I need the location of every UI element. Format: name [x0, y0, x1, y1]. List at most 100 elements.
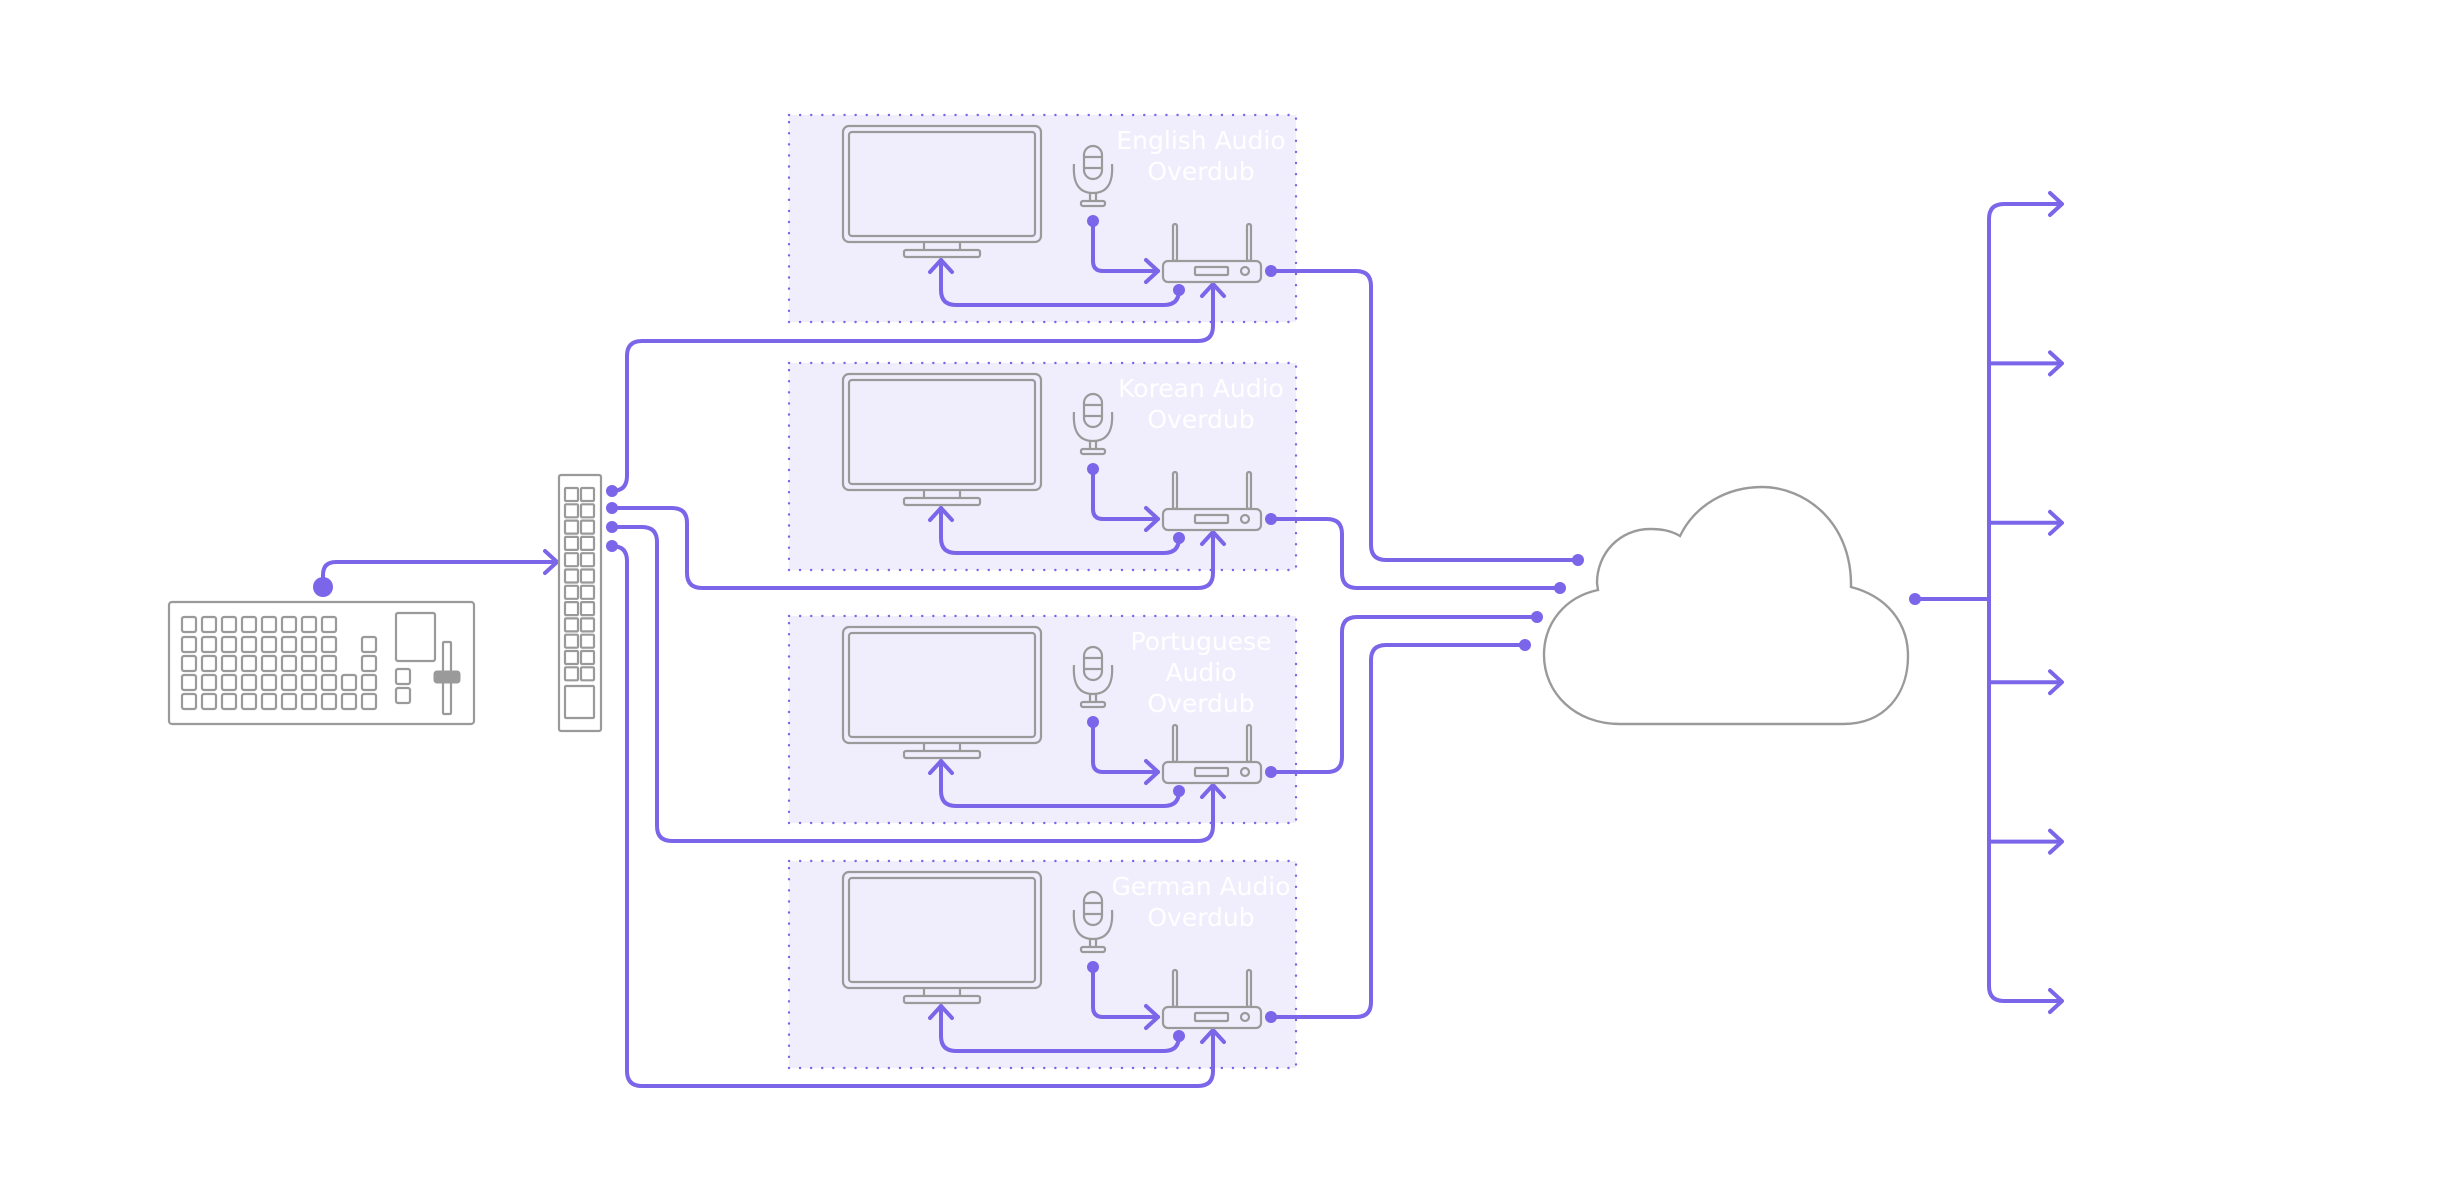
cloud-input-dot [1554, 582, 1566, 594]
booth-label-line: Korean Audio [1118, 374, 1284, 403]
switcher-key [320, 673, 338, 692]
monitor-screen [847, 631, 1037, 739]
router-panel-key [579, 649, 596, 666]
monitor-neck [922, 490, 962, 498]
wires-layer [313, 191, 2064, 1088]
router-panel-key [563, 535, 580, 552]
monitor-icon [841, 372, 1043, 507]
router-panel-key [579, 600, 596, 617]
switcher-key [360, 654, 378, 673]
arrow-up-icon [928, 506, 954, 522]
receiver-antenna [1245, 723, 1253, 764]
switcher-key [260, 673, 278, 692]
switcher-key [180, 654, 198, 673]
router-panel-key [563, 486, 580, 503]
mic-holder [1072, 163, 1114, 195]
arrow-right-icon [1144, 1004, 1160, 1030]
router-panel-key [579, 633, 596, 649]
receiver-display [1193, 766, 1230, 778]
switcher-preview-screen [394, 611, 437, 663]
router-panel-key [579, 568, 596, 584]
mic-stem [1088, 441, 1098, 449]
mic-base [1079, 447, 1107, 456]
receiver-icon [1161, 470, 1263, 532]
arrow-right-icon [1144, 759, 1160, 785]
receiver-icon [1161, 222, 1263, 284]
switcher-key [260, 654, 278, 673]
mic-to-receiver-wire [1091, 720, 1160, 774]
receiver-antenna [1245, 968, 1253, 1009]
switcher-fader-knob [433, 670, 461, 684]
arrow-right-icon [2048, 988, 2064, 1014]
arrow-right-icon [2048, 191, 2064, 217]
booth-label-line: German Audio [1111, 872, 1290, 901]
arrow-right-icon [1144, 506, 1160, 532]
switcher-key [280, 673, 298, 692]
microphone-icon [1072, 144, 1114, 208]
switcher-key [280, 654, 298, 673]
receiver-display [1193, 265, 1230, 277]
receiver-knob [1239, 265, 1251, 277]
router-panel-key [579, 552, 596, 568]
devices-layer [167, 124, 1910, 1030]
monitor-screen [847, 876, 1037, 984]
mic-grill [1084, 901, 1102, 916]
distribution-bus-wire [1987, 202, 2062, 1003]
switcher-key [394, 667, 412, 686]
mic-stem [1088, 694, 1098, 702]
korean-to-cloud-wire [1269, 517, 1562, 590]
switcher-key [240, 635, 258, 654]
mic-capsule [1082, 645, 1104, 682]
switcher-key [340, 692, 358, 711]
mic-holder [1072, 664, 1114, 696]
mic-base [1079, 199, 1107, 208]
receiver-knob [1239, 513, 1251, 525]
receiver-knob [1239, 766, 1251, 778]
receiver-to-monitor-wire [939, 759, 1181, 808]
switcher-key [360, 673, 378, 692]
router-panel-key [563, 552, 580, 568]
arrow-up-icon [1200, 1028, 1226, 1044]
switcher-key [200, 635, 218, 654]
video-switcher-icon [167, 600, 476, 726]
switcher-key [394, 686, 412, 705]
arrow-up-icon [1200, 783, 1226, 799]
monitor-screen [847, 130, 1037, 238]
microphone-icon [1072, 890, 1114, 954]
router-to-korean-wire [610, 506, 1215, 590]
receiver-antenna [1245, 470, 1253, 511]
mic-stem [1088, 193, 1098, 201]
router-panel-key [579, 584, 596, 600]
router-panel-key [563, 666, 580, 682]
router-panel-large-key [563, 684, 596, 720]
monitor-neck [922, 242, 962, 250]
microphone-icon [1072, 645, 1114, 709]
switcher-key [200, 692, 218, 711]
router-panel-key [563, 584, 580, 600]
mic-base [1079, 700, 1107, 709]
switcher-key [320, 635, 338, 654]
switcher-key [280, 692, 298, 711]
booth-label-line: Overdub [1147, 903, 1254, 932]
receiver-to-monitor-wire [939, 506, 1181, 555]
cloud-input-dot [1572, 554, 1584, 566]
switcher-key [180, 692, 198, 711]
mic-to-receiver-wire [1091, 467, 1160, 521]
switcher-key [360, 635, 378, 654]
router-to-english-wire [610, 282, 1215, 493]
router-panel-key [579, 519, 596, 535]
switcher-key [200, 654, 218, 673]
receiver-antenna [1245, 222, 1253, 263]
cloud-input-dot [1519, 639, 1531, 651]
switcher-key [300, 673, 318, 692]
cloud-input-dot [1531, 611, 1543, 623]
monitor-base [902, 749, 982, 760]
receiver-knob [1239, 1011, 1251, 1023]
switcher-key [220, 654, 238, 673]
monitor-screen [847, 378, 1037, 486]
receiver-to-monitor-wire [939, 258, 1181, 307]
switcher-key [280, 635, 298, 654]
